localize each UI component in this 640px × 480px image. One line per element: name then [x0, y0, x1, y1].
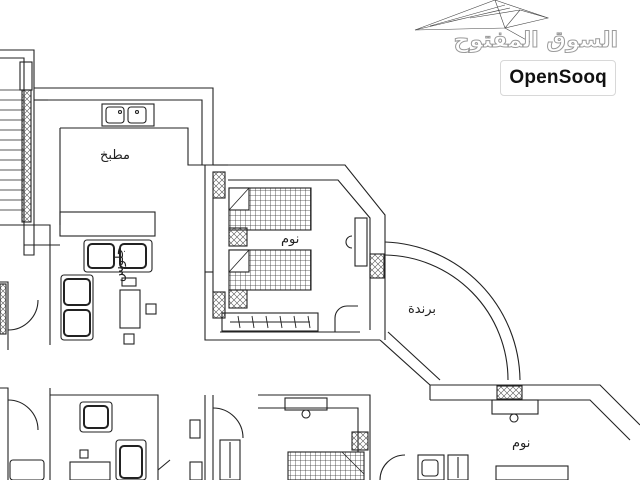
balcony [379, 241, 640, 441]
kitchen-walls [34, 87, 214, 237]
watermark-brand: OpenSooq [500, 60, 616, 96]
opensooq-watermark: السوق المفتوح OpenSooq [453, 18, 619, 100]
room-label-living: جلوس [112, 247, 127, 282]
bedroom-1 [220, 164, 386, 340]
room-label-bedroom-2: نوم [512, 436, 531, 451]
watermark-arabic-text: السوق المفتوح [453, 28, 618, 54]
room-label-kitchen: مطبخ [100, 148, 130, 163]
room-label-bedroom-1: نوم [281, 232, 300, 247]
stairs-block [0, 49, 35, 225]
room-label-balcony: برندة [408, 302, 437, 317]
lower-rooms [0, 387, 569, 480]
watermark-logo-sketch [414, 0, 550, 43]
living-area [0, 224, 157, 350]
central-walls [204, 164, 380, 341]
